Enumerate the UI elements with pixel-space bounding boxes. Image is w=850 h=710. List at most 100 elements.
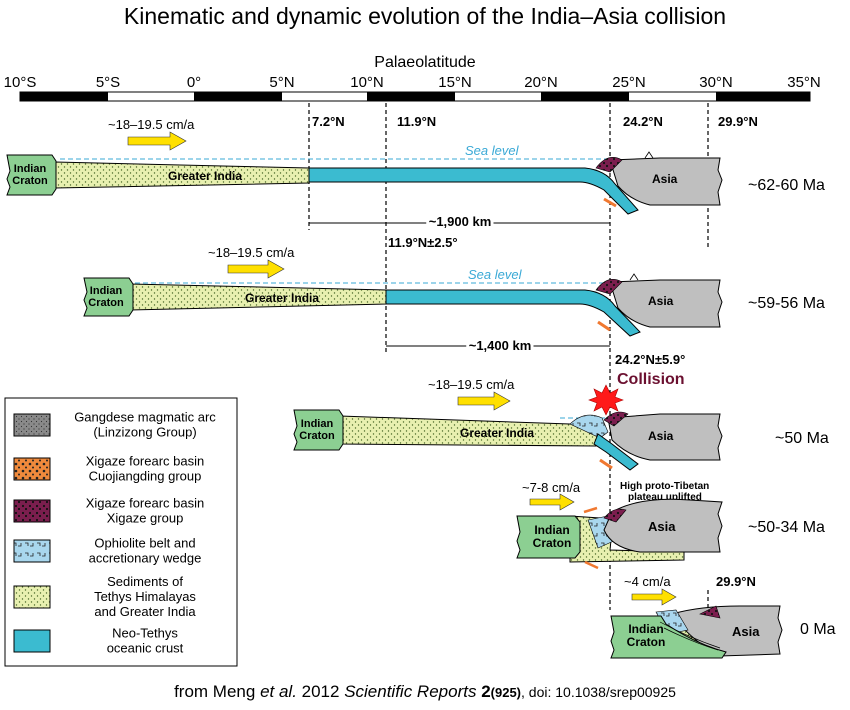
velocity-label: ~4 cm/a xyxy=(624,574,671,589)
greater-india-label: Greater India xyxy=(245,291,319,305)
legend-swatch xyxy=(13,585,51,609)
legend-swatch xyxy=(13,457,51,481)
age-label: 0 Ma xyxy=(800,621,836,638)
craton-label-2: Craton xyxy=(88,297,124,309)
latitude-scale-bar xyxy=(19,91,811,102)
asia-label: Asia xyxy=(648,294,674,308)
age-label: ~59-56 Ma xyxy=(748,295,825,312)
legend-swatch xyxy=(13,413,51,437)
asia-block xyxy=(607,413,723,461)
yellow-arrow-icon xyxy=(529,493,575,511)
distance-label: ~1,400 km xyxy=(469,338,532,353)
legend-text: Xigaze group xyxy=(107,511,184,526)
distance-label: ~1,900 km xyxy=(429,214,492,229)
asia-block xyxy=(671,605,783,657)
accretionary-wedge xyxy=(569,414,609,439)
collision-star-icon xyxy=(588,384,624,416)
legend-text: Xigaze forearc basin xyxy=(86,454,205,469)
neo-tethys-slab xyxy=(593,433,639,471)
lat-label-24-2: 24.2°N xyxy=(623,114,663,129)
forearc-wedge xyxy=(603,411,629,427)
collision-label: Collision xyxy=(617,371,685,388)
tick-label: 5°S xyxy=(96,74,120,91)
tick-label: 15°N xyxy=(438,74,472,91)
legend-text: accretionary wedge xyxy=(89,551,202,566)
lat-label-29-9: 29.9°N xyxy=(718,114,758,129)
indian-craton xyxy=(516,515,581,559)
panel-59-56-ma: 11.9°N±2.5° ~18–19.5 cm/a Sea level Grea… xyxy=(83,235,825,356)
indian-craton xyxy=(83,277,134,317)
asia-label: Asia xyxy=(652,172,678,186)
tick-label: 30°N xyxy=(699,74,733,91)
velocity-label: ~7-8 cm/a xyxy=(522,480,581,495)
legend-text: Sediments of xyxy=(107,574,183,589)
legend: Gangdese magmatic arc(Linzizong Group) Xi… xyxy=(4,397,238,667)
asia-block xyxy=(609,157,723,206)
tick-label: 10°N xyxy=(350,74,384,91)
indian-craton xyxy=(610,615,727,659)
indian-craton xyxy=(6,154,57,196)
citation: from Meng et al. 2012 Scientific Reports… xyxy=(174,682,676,701)
forearc-wedge xyxy=(595,279,623,295)
legend-text: Cuojiangding group xyxy=(89,469,202,484)
forearc-wedge xyxy=(603,508,627,523)
tick-label: 5°N xyxy=(269,74,294,91)
yellow-arrow-icon xyxy=(127,131,187,151)
arc-volcano-icon xyxy=(629,273,639,281)
legend-text: Tethys Himalayas xyxy=(94,589,196,604)
craton-label-2: Craton xyxy=(12,175,48,187)
velocity-label: ~18–19.5 cm/a xyxy=(108,117,195,132)
tick-label: 0° xyxy=(187,74,201,91)
age-label: ~62-60 Ma xyxy=(748,177,825,194)
tick-label: 20°N xyxy=(524,74,558,91)
craton-label-2: Craton xyxy=(627,635,666,649)
panel-50-34-ma: High proto-Tibetan plateau uplifted ~7-8… xyxy=(516,480,825,570)
legend-text: Ophiolite belt and xyxy=(94,536,195,551)
craton-label-1: Indian xyxy=(301,418,334,430)
arc-volcano-icon xyxy=(644,151,654,159)
legend-swatch xyxy=(13,499,51,523)
craton-label-1: Indian xyxy=(90,285,123,297)
lat-label-11-9: 11.9°N xyxy=(397,114,436,129)
lat-label-7-2: 7.2°N xyxy=(312,114,345,129)
legend-swatch xyxy=(13,539,51,563)
asia-label: Asia xyxy=(732,624,760,639)
velocity-label: ~18–19.5 cm/a xyxy=(428,377,515,392)
asia-block xyxy=(603,498,723,553)
legend-text: oceanic crust xyxy=(107,641,184,656)
thrust-lines xyxy=(659,621,721,651)
velocity-label: ~18–19.5 cm/a xyxy=(208,245,295,260)
tick-label: 25°N xyxy=(612,74,646,91)
asia-label: Asia xyxy=(648,519,676,534)
asia-label: Asia xyxy=(648,429,674,443)
forearc-wedge xyxy=(595,157,623,173)
craton-label-1: Indian xyxy=(534,523,569,537)
sea-level-label: Sea level xyxy=(468,267,523,282)
neo-tethys-crust xyxy=(308,167,639,215)
figure-title: Kinematic and dynamic evolution of the I… xyxy=(124,3,726,29)
yellow-arrow-icon xyxy=(457,391,511,411)
age-label: ~50-34 Ma xyxy=(748,519,825,536)
legend-text: Gangdese magmatic arc xyxy=(74,410,216,425)
craton-label-2: Craton xyxy=(299,430,335,442)
legend-text: Xigaze forearc basin xyxy=(86,496,205,511)
legend-swatch xyxy=(13,629,51,653)
legend-item: Gangdese magmatic arc(Linzizong Group) xyxy=(13,410,216,440)
craton-label-1: Indian xyxy=(628,622,663,636)
age-label: ~50 Ma xyxy=(775,430,829,447)
yellow-arrow-icon xyxy=(631,588,677,606)
neo-tethys-crust xyxy=(385,289,641,337)
greater-india-label: Greater India xyxy=(460,426,534,440)
yellow-arrow-icon xyxy=(227,259,285,279)
craton-label-2: Craton xyxy=(533,536,572,550)
panel-0-ma: ~4 cm/a 29.9°N Indian Craton Asia 0 Ma xyxy=(610,574,836,659)
legend-text: (Linzizong Group) xyxy=(93,425,196,440)
sea-level-label: Sea level xyxy=(465,143,520,158)
